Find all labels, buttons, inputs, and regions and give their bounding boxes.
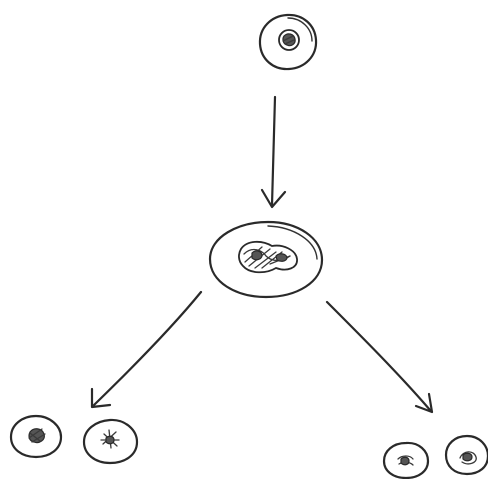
arrow-parent-to-dividing: [260, 95, 287, 209]
arrow-dividing-to-right: [325, 300, 434, 414]
daughter-nucleus-3: [397, 455, 414, 466]
daughter-cell-2: [82, 418, 139, 465]
dividing-cell: [208, 220, 324, 299]
arrow-dividing-to-left: [90, 290, 203, 409]
parent-cell: [258, 13, 318, 71]
daughter-cell-1: [9, 414, 63, 459]
parent-nucleus: [278, 29, 300, 51]
daughter-nucleus-2: [100, 429, 120, 449]
daughter-nucleus-4: [459, 451, 477, 465]
daughter-cell-3: [382, 441, 430, 479]
daughter-cell-4: [444, 434, 488, 476]
daughter-nucleus-1: [28, 428, 46, 444]
dividing-nucleus: [238, 240, 298, 274]
